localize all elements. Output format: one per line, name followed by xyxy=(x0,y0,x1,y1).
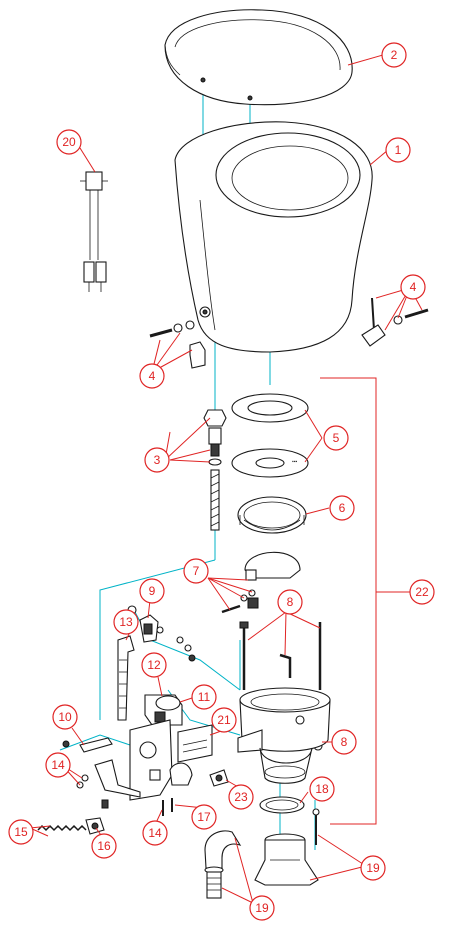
retaining-clip xyxy=(209,769,229,787)
svg-text:23: 23 xyxy=(234,790,248,804)
callout-16: 16 xyxy=(91,833,117,859)
callout-1: 1 xyxy=(385,137,411,163)
callouts: 2 1 20 4 4 3 5 6 7 8 22 9 13 12 11 21 10… xyxy=(8,42,435,921)
svg-text:22: 22 xyxy=(415,585,429,599)
svg-text:21: 21 xyxy=(217,713,231,727)
mounting-frame xyxy=(129,719,193,801)
motor xyxy=(144,694,183,726)
wire-harness xyxy=(80,171,108,292)
svg-text:13: 13 xyxy=(119,615,133,629)
svg-text:10: 10 xyxy=(58,710,72,724)
vent-pipe xyxy=(117,635,196,721)
callout-3: 3 xyxy=(144,447,170,473)
svg-text:19: 19 xyxy=(366,861,380,875)
svg-text:15: 15 xyxy=(14,825,28,839)
callout-15: 15 xyxy=(8,819,34,845)
svg-text:3: 3 xyxy=(154,453,161,467)
svg-text:17: 17 xyxy=(197,810,211,824)
svg-text:14: 14 xyxy=(51,758,65,772)
callout-20: 20 xyxy=(56,129,82,155)
svg-text:8: 8 xyxy=(287,595,294,609)
seat-lid xyxy=(164,9,353,106)
callout-7: 7 xyxy=(183,558,209,584)
svg-text:19: 19 xyxy=(255,901,269,915)
callout-14-bottom: 14 xyxy=(142,820,168,846)
callout-4-right: 4 xyxy=(400,274,426,300)
callout-12: 12 xyxy=(141,652,167,678)
callout-8-right: 8 xyxy=(331,729,357,755)
svg-text:▪▪▪: ▪▪▪ xyxy=(292,459,298,465)
callout-4-left: 4 xyxy=(139,363,165,389)
clamp-ring xyxy=(237,496,307,534)
seal-gasket: ▪▪▪ xyxy=(231,393,309,478)
svg-text:14: 14 xyxy=(148,826,162,840)
return-spring xyxy=(37,817,105,835)
callout-13: 13 xyxy=(113,609,139,635)
callout-23: 23 xyxy=(228,784,254,810)
svg-text:20: 20 xyxy=(62,135,76,149)
svg-text:8: 8 xyxy=(341,735,348,749)
svg-text:4: 4 xyxy=(410,280,417,294)
callout-14-left: 14 xyxy=(45,752,71,778)
svg-text:18: 18 xyxy=(315,782,329,796)
outlet-elbow xyxy=(204,830,242,899)
callout-19-right: 19 xyxy=(360,855,386,881)
callout-22: 22 xyxy=(409,579,435,605)
mount-bracket-right xyxy=(361,297,429,347)
inlet-fittings xyxy=(203,409,227,531)
frame-screws xyxy=(162,798,173,816)
flush-link xyxy=(62,737,113,753)
callout-5: 5 xyxy=(323,425,349,451)
toilet-bowl xyxy=(174,121,373,353)
mount-bracket-left xyxy=(149,320,206,369)
outlet-oring xyxy=(259,796,305,814)
svg-text:4: 4 xyxy=(149,369,156,383)
callout-19-bottom: 19 xyxy=(249,895,275,921)
callout-2: 2 xyxy=(381,42,407,68)
svg-text:1: 1 xyxy=(395,143,402,157)
svg-text:11: 11 xyxy=(198,690,211,704)
svg-text:16: 16 xyxy=(97,839,111,853)
svg-text:7: 7 xyxy=(193,564,200,578)
callout-10: 10 xyxy=(52,704,78,730)
svg-text:6: 6 xyxy=(339,501,346,515)
outlet-flange xyxy=(254,808,320,886)
callout-18: 18 xyxy=(309,776,335,802)
svg-text:9: 9 xyxy=(149,584,156,598)
pump-housing xyxy=(237,687,331,784)
callout-6: 6 xyxy=(329,495,355,521)
callout-9: 9 xyxy=(139,578,165,604)
callout-21: 21 xyxy=(211,707,237,733)
control-board xyxy=(177,724,213,763)
svg-text:12: 12 xyxy=(147,658,161,672)
callout-17: 17 xyxy=(191,804,217,830)
callout-8-top: 8 xyxy=(277,589,303,615)
svg-text:2: 2 xyxy=(391,48,398,62)
svg-text:5: 5 xyxy=(333,431,340,445)
callout-11: 11 xyxy=(191,684,217,710)
